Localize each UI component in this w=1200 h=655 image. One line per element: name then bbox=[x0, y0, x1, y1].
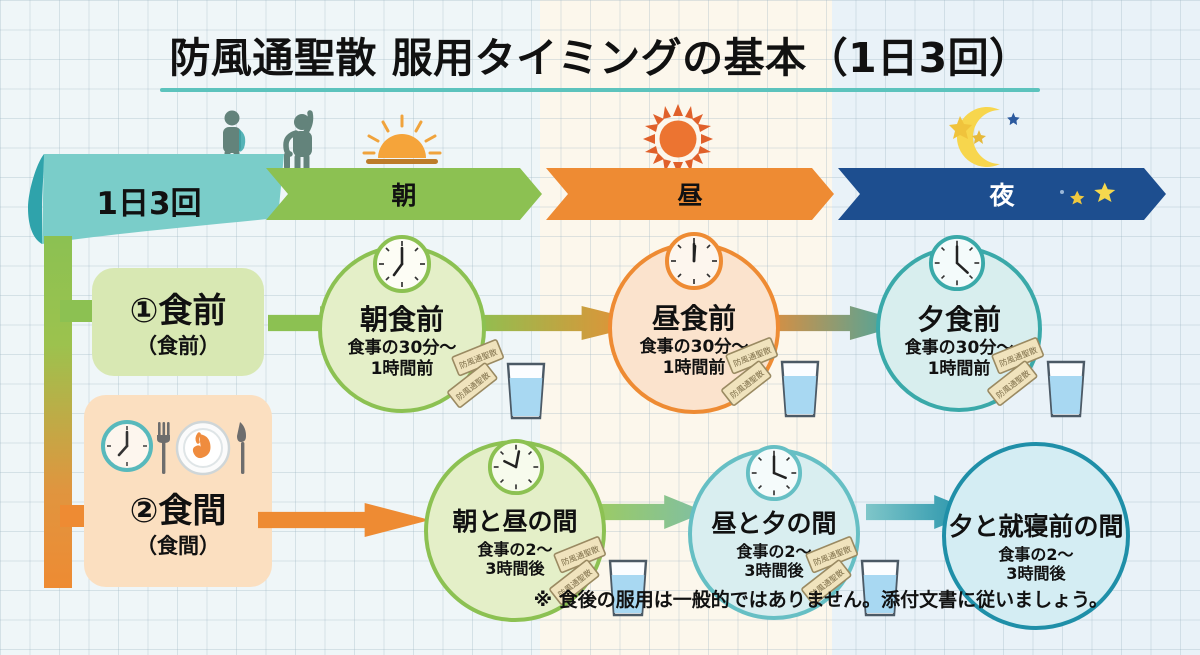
step-subtitle: 食事の2〜 3時間後 bbox=[736, 542, 811, 581]
ribbon-label: 1日3回 bbox=[96, 186, 202, 222]
flow-spine bbox=[44, 240, 72, 588]
row-subtitle-before-meal: （食前） bbox=[136, 334, 220, 358]
step-sub-line2: 1時間前 bbox=[662, 357, 726, 378]
sun-icon bbox=[643, 104, 713, 174]
clock-icon bbox=[373, 235, 431, 293]
row-card-before-meal[interactable] bbox=[92, 268, 264, 376]
step-title: 夕と就寝前の間 bbox=[948, 512, 1124, 542]
step-title: 朝と昼の間 bbox=[452, 507, 578, 537]
row-subtitle-between-meal: （食間） bbox=[136, 534, 220, 558]
row-title-between-meal: ②食間 bbox=[129, 491, 227, 531]
sachet-and-glass-icon: 防風通聖散 防風通聖散 bbox=[447, 339, 546, 420]
timeline-segment-noon[interactable]: 昼 bbox=[546, 168, 834, 220]
sunrise-icon bbox=[362, 114, 442, 164]
sachet-and-glass-icon: 防風通聖散 防風通聖散 bbox=[549, 536, 648, 617]
clock-plate-icon bbox=[101, 420, 246, 476]
step-sub-line2: 3時間後 bbox=[744, 561, 804, 581]
title-underline bbox=[160, 88, 1040, 92]
sachet-and-glass-icon: 防風通聖散 防風通聖散 bbox=[987, 337, 1086, 418]
step-subtitle: 食事の2〜 3時間後 bbox=[998, 545, 1073, 584]
timeline-label-night: 夜 bbox=[989, 181, 1015, 210]
step-sub-line2: 3時間後 bbox=[485, 559, 545, 579]
step-sub-line1: 食事の30分〜 bbox=[347, 337, 457, 358]
timeline-label-morning: 朝 bbox=[391, 181, 417, 210]
timeline-segment-morning[interactable]: 朝 bbox=[266, 168, 542, 220]
step-sub-line1: 食事の2〜 bbox=[998, 544, 1074, 564]
step-subtitle: 食事の30分〜 1時間前 bbox=[348, 338, 457, 379]
sachet-and-glass-icon: 防風通聖散 防風通聖散 bbox=[801, 536, 900, 617]
sachet-and-glass-icon: 防風通聖散 防風通聖散 bbox=[721, 337, 820, 418]
step-sub-line2: 1時間前 bbox=[927, 358, 991, 379]
row-title-before-meal: ①食前 bbox=[129, 291, 227, 331]
page-title: 防風通聖散 服用タイミングの基本（1日3回） bbox=[169, 34, 1031, 82]
step-title: 昼食前 bbox=[651, 301, 736, 335]
step-title: 昼と夕の間 bbox=[711, 509, 837, 539]
clock-icon bbox=[928, 234, 986, 292]
step-subtitle: 食事の2〜 3時間後 bbox=[477, 540, 552, 579]
footnote: ※ 食後の服用は一般的ではありません。添付文書に従いましょう。 bbox=[533, 589, 1108, 611]
step-sub-line1: 食事の2〜 bbox=[477, 539, 553, 559]
step-title: 夕食前 bbox=[916, 302, 1001, 336]
step-subtitle: 食事の30分〜 1時間前 bbox=[640, 337, 749, 378]
step-sub-line1: 食事の30分〜 bbox=[639, 336, 749, 357]
step-title: 朝食前 bbox=[359, 302, 444, 336]
step-subtitle: 食事の30分〜 1時間前 bbox=[905, 338, 1014, 379]
step-sub-line2: 3時間後 bbox=[1006, 564, 1066, 584]
moon-icon bbox=[949, 107, 1020, 167]
clock-icon bbox=[745, 444, 803, 502]
clock-icon bbox=[487, 438, 545, 496]
chevron-stars-decoration bbox=[1060, 182, 1116, 205]
step-sub-line2: 1時間前 bbox=[370, 358, 434, 379]
clock-icon bbox=[665, 232, 723, 290]
timeline-segment-night[interactable]: 夜 bbox=[838, 168, 1166, 220]
person-waving-icon bbox=[283, 110, 314, 171]
step-circle-evening-bedtime-gap[interactable]: 夕と就寝前の間 食事の2〜 3時間後 防風通聖散 防風通聖散 ※ 食後の服用は一… bbox=[534, 442, 1130, 630]
timeline-label-noon: 昼 bbox=[677, 181, 703, 210]
step-sub-line1: 食事の30分〜 bbox=[904, 337, 1014, 358]
step-sub-line1: 食事の2〜 bbox=[736, 541, 812, 561]
ribbon-banner bbox=[28, 154, 284, 244]
